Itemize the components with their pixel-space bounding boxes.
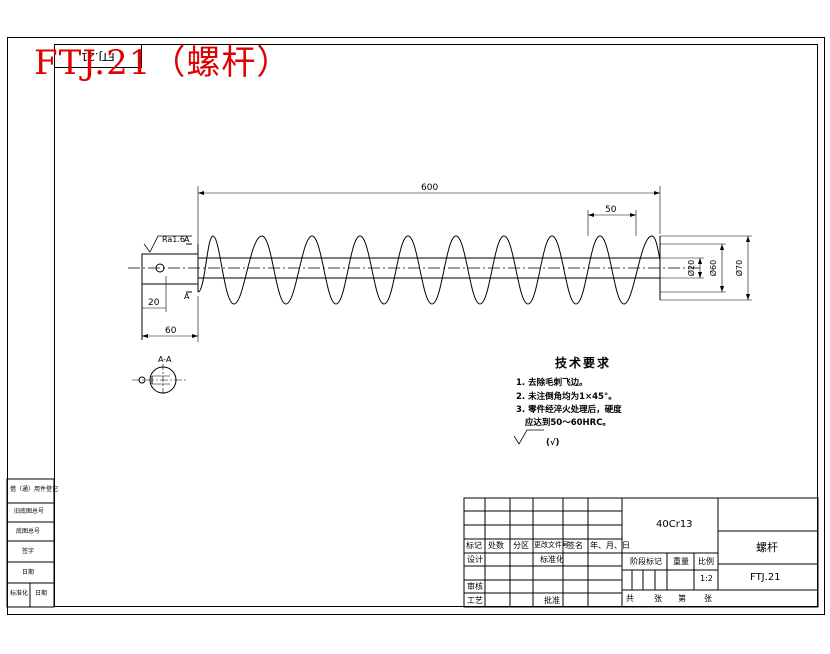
header-col-3: 分区 — [513, 541, 529, 550]
sheets-2: 张 — [654, 594, 662, 603]
requirement-3-cont: 应达到50～60HRC。 — [516, 418, 611, 428]
inner-border — [54, 44, 818, 607]
review-label: 审核 — [467, 582, 483, 591]
material-label: 40Cr13 — [656, 519, 693, 530]
sheets-4: 张 — [704, 594, 712, 603]
header-col-2: 处数 — [488, 541, 504, 550]
left-row-1: 借（通）用件登记 — [10, 486, 59, 493]
left-footer-1: 标准化 — [10, 590, 29, 597]
requirement-1: 1. 去除毛刺飞边。 — [516, 378, 588, 388]
header-col-4: 更改文件号 — [534, 541, 569, 549]
design-label: 设计 — [467, 555, 483, 564]
left-row-3: 底图总号 — [16, 528, 41, 535]
left-footer-2: 日期 — [35, 590, 48, 597]
drawing-number-label: FTJ.21 — [750, 572, 781, 583]
drawing-code-box: FTJ.21 — [54, 44, 142, 68]
left-row-2: 旧底图总号 — [14, 508, 45, 515]
roughness-label: Ra1.6 — [162, 235, 186, 244]
header-col-6: 年、月、日 — [590, 541, 630, 550]
process-label: 工艺 — [467, 596, 483, 605]
requirement-2: 2. 未注倒角均为1×45°。 — [516, 392, 617, 402]
roughness-note: (√) — [546, 438, 560, 448]
scale-label: 比例 — [698, 557, 714, 566]
dim-shaft-length-label: 60 — [165, 326, 177, 336]
section-side-a-top: A — [184, 235, 190, 244]
header-col-5: 签名 — [567, 541, 583, 550]
left-row-5: 日期 — [22, 569, 35, 576]
dim-pitch-label: 50 — [605, 205, 617, 215]
section-view-label: A-A — [158, 355, 172, 364]
header-col-1: 标记 — [466, 541, 482, 550]
requirements-title: 技术要求 — [555, 356, 612, 370]
sheets-1: 共 — [626, 594, 634, 603]
part-name-label: 螺杆 — [756, 541, 778, 554]
sheets-3: 第 — [678, 594, 686, 603]
drawing-title: FTJ.21（螺杆） — [34, 43, 292, 83]
stage-mark-label: 阶段标记 — [630, 557, 662, 566]
standardize-label: 标准化 — [540, 555, 564, 564]
dim-key-pos-label: 20 — [148, 298, 160, 308]
dim-length-label: 600 — [421, 183, 439, 193]
outer-border — [7, 37, 825, 615]
weight-label: 重量 — [673, 557, 689, 566]
screw-flight — [197, 235, 661, 305]
scale-value: 1:2 — [700, 574, 713, 583]
section-side-a-bottom: A — [184, 292, 190, 301]
requirement-3: 3. 零件经淬火处理后，硬度 — [516, 405, 622, 415]
left-row-4: 签字 — [22, 548, 35, 555]
approve-label: 批准 — [544, 596, 560, 605]
